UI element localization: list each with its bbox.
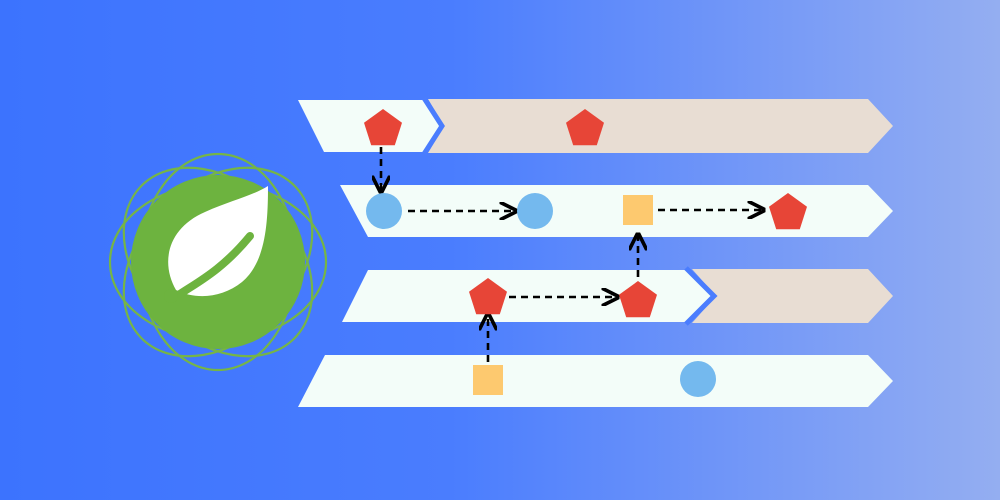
square-node-s2 — [473, 365, 503, 395]
pentagon-node-p5 — [619, 281, 657, 318]
pentagon-node-p2 — [566, 109, 604, 146]
leaf-cutout — [176, 232, 254, 298]
circle-node-c2 — [517, 193, 553, 229]
circle-node-c3 — [680, 361, 716, 397]
square-node-s1 — [623, 195, 653, 225]
leaf-stem-dot — [164, 289, 178, 303]
dashed-arrows — [381, 147, 762, 362]
leaf-shape — [168, 186, 268, 297]
lane-3-seam — [684, 266, 718, 326]
lane-3-tail — [692, 269, 893, 323]
lane-4 — [298, 355, 893, 407]
lane-2 — [340, 185, 893, 237]
lane-1-tail — [428, 99, 893, 153]
pentagon-node-p3 — [769, 193, 807, 230]
event-nodes — [364, 109, 807, 397]
circle-node-c1 — [366, 193, 402, 229]
pentagon-node-p1 — [364, 109, 402, 146]
spring-leaf-logo-icon — [108, 152, 328, 372]
pentagon-node-p4 — [469, 278, 507, 315]
lane-1-seam — [421, 96, 445, 156]
